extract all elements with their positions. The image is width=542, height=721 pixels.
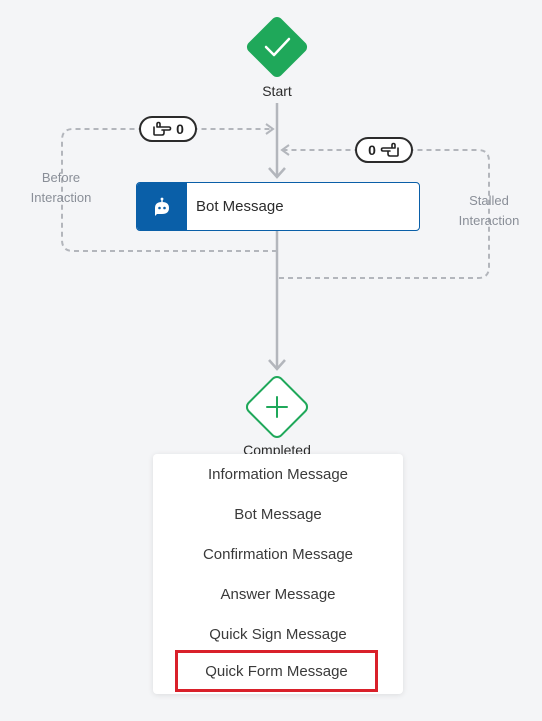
before-interaction-arrowhead <box>265 123 275 135</box>
stalled-interaction-count: 0 <box>368 142 376 158</box>
before-interaction-label-line1: Before <box>41 170 81 185</box>
add-node-menu: Information Message Bot Message Confirma… <box>153 454 403 694</box>
menu-item-quick-form-message[interactable]: Quick Form Message <box>175 650 378 692</box>
start-node-label: Start <box>262 83 292 99</box>
stalled-interaction-arrowhead <box>280 144 290 156</box>
start-to-bot-arrowhead <box>268 167 286 179</box>
bot-message-node[interactable]: Bot Message <box>136 182 420 231</box>
stalled-interaction-label: Stalled Interaction <box>453 191 525 231</box>
before-interaction-count: 0 <box>176 121 184 137</box>
plus-icon <box>266 396 288 418</box>
bot-message-icon-box <box>137 183 187 230</box>
menu-item-information-message[interactable]: Information Message <box>207 465 349 483</box>
start-node[interactable] <box>244 14 309 79</box>
before-interaction-loop <box>61 128 277 252</box>
hand-pointing-left-icon <box>380 142 399 157</box>
bot-to-completed-arrowhead <box>268 359 286 371</box>
menu-item-bot-message[interactable]: Bot Message <box>234 505 322 523</box>
stalled-interaction-loop <box>279 149 490 279</box>
before-interaction-label: Before Interaction <box>26 168 96 208</box>
stalled-interaction-label-line1: Stalled <box>469 193 509 208</box>
menu-item-quick-sign-message[interactable]: Quick Sign Message <box>209 625 347 643</box>
before-interaction-counter[interactable]: 0 <box>139 116 197 142</box>
bot-chat-icon <box>155 197 169 216</box>
menu-item-answer-message[interactable]: Answer Message <box>220 585 336 603</box>
bot-message-label: Bot Message <box>196 198 284 215</box>
stalled-interaction-label-line2: Interaction <box>458 213 520 228</box>
checkmark-icon <box>264 37 291 57</box>
stalled-interaction-counter[interactable]: 0 <box>355 137 413 163</box>
completed-node[interactable] <box>244 374 309 439</box>
menu-item-confirmation-message[interactable]: Confirmation Message <box>202 545 354 563</box>
hand-pointing-right-icon <box>153 121 172 136</box>
before-interaction-label-line2: Interaction <box>30 190 92 205</box>
